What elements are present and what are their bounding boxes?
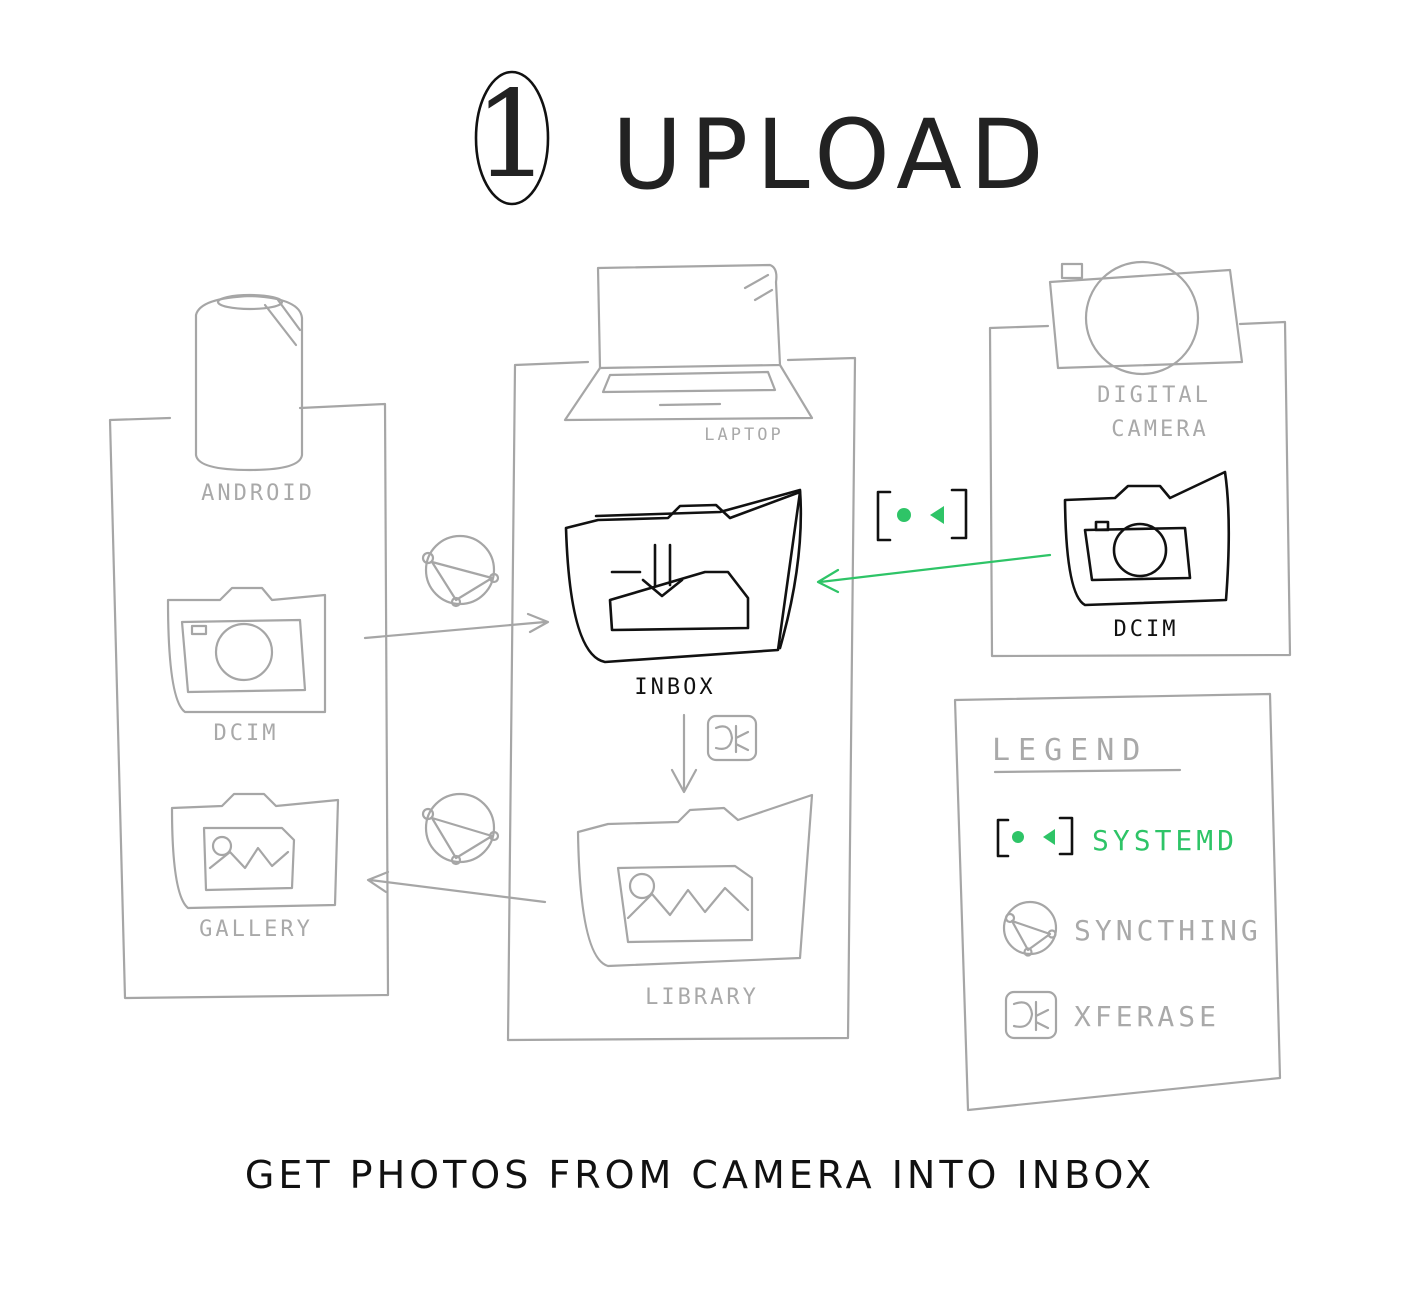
legend-item-xferase: XFERASE xyxy=(1004,990,1220,1040)
camera-to-inbox-systemd xyxy=(816,488,1052,594)
legend-label-syncthing: SYNCTHING xyxy=(1074,914,1262,947)
legend-title-underline xyxy=(993,768,1182,774)
library-folder-icon xyxy=(576,793,814,968)
legend: LEGEND SYSTEMD SYNCTHING xyxy=(953,692,1282,1112)
inbox-label: INBOX xyxy=(634,675,715,700)
xferase-icon xyxy=(1004,990,1058,1040)
title: 1 UPLOAD xyxy=(474,66,1052,211)
legend-border xyxy=(953,692,1282,1112)
inbox-to-library-arrow xyxy=(670,713,698,794)
android-panel: ANDROID DCIM GALLERY xyxy=(108,293,390,1000)
library-to-gallery-arrow xyxy=(366,870,547,904)
android-dcim-label: DCIM xyxy=(214,721,279,746)
title-text: UPLOAD xyxy=(612,99,1052,211)
android-dcim-folder-icon xyxy=(166,586,327,714)
laptop-panel: LAPTOP INBOX LIBRARY xyxy=(506,263,857,1042)
camera-dcim-label: DCIM xyxy=(1114,617,1179,642)
title-number-circle xyxy=(474,70,550,206)
title-number: 1 xyxy=(474,66,550,205)
legend-item-syncthing: SYNCTHING xyxy=(1002,900,1262,957)
camera-label-line2: CAMERA xyxy=(1111,417,1208,442)
camera-to-inbox-arrow xyxy=(816,553,1052,594)
inbox-folder-icon xyxy=(564,488,803,664)
systemd-icon xyxy=(876,488,968,542)
caption: GET PHOTOS FROM CAMERA INTO INBOX xyxy=(245,1153,1155,1197)
legend-label-systemd: SYSTEMD xyxy=(1092,824,1238,857)
xferase-icon xyxy=(706,714,758,762)
laptop-panel-border xyxy=(506,356,857,1042)
camera-panel: DIGITAL CAMERA DCIM xyxy=(988,260,1292,658)
camera-dcim-folder-icon xyxy=(1063,470,1231,607)
android-to-inbox-arrow xyxy=(363,612,550,640)
camera-panel-border xyxy=(988,320,1292,658)
android-label: ANDROID xyxy=(201,481,315,506)
library-to-gallery-sync xyxy=(366,792,547,904)
android-to-inbox-sync xyxy=(363,534,550,640)
syncthing-icon xyxy=(421,792,500,866)
systemd-icon xyxy=(996,816,1074,858)
legend-title: LEGEND xyxy=(992,733,1148,768)
digital-camera-icon xyxy=(1048,260,1244,376)
android-panel-border xyxy=(108,402,390,1000)
camera-label-line1: DIGITAL xyxy=(1097,383,1211,408)
library-label: LIBRARY xyxy=(645,985,759,1010)
android-gallery-label: GALLERY xyxy=(199,917,313,942)
android-phone-icon xyxy=(194,293,304,472)
legend-item-systemd: SYSTEMD xyxy=(996,816,1238,858)
android-gallery-folder-icon xyxy=(170,792,340,910)
legend-label-xferase: XFERASE xyxy=(1074,1000,1220,1033)
laptop-icon xyxy=(563,263,814,422)
syncthing-icon xyxy=(421,534,500,608)
syncthing-icon xyxy=(1002,900,1058,957)
laptop-label: LAPTOP xyxy=(704,425,783,445)
